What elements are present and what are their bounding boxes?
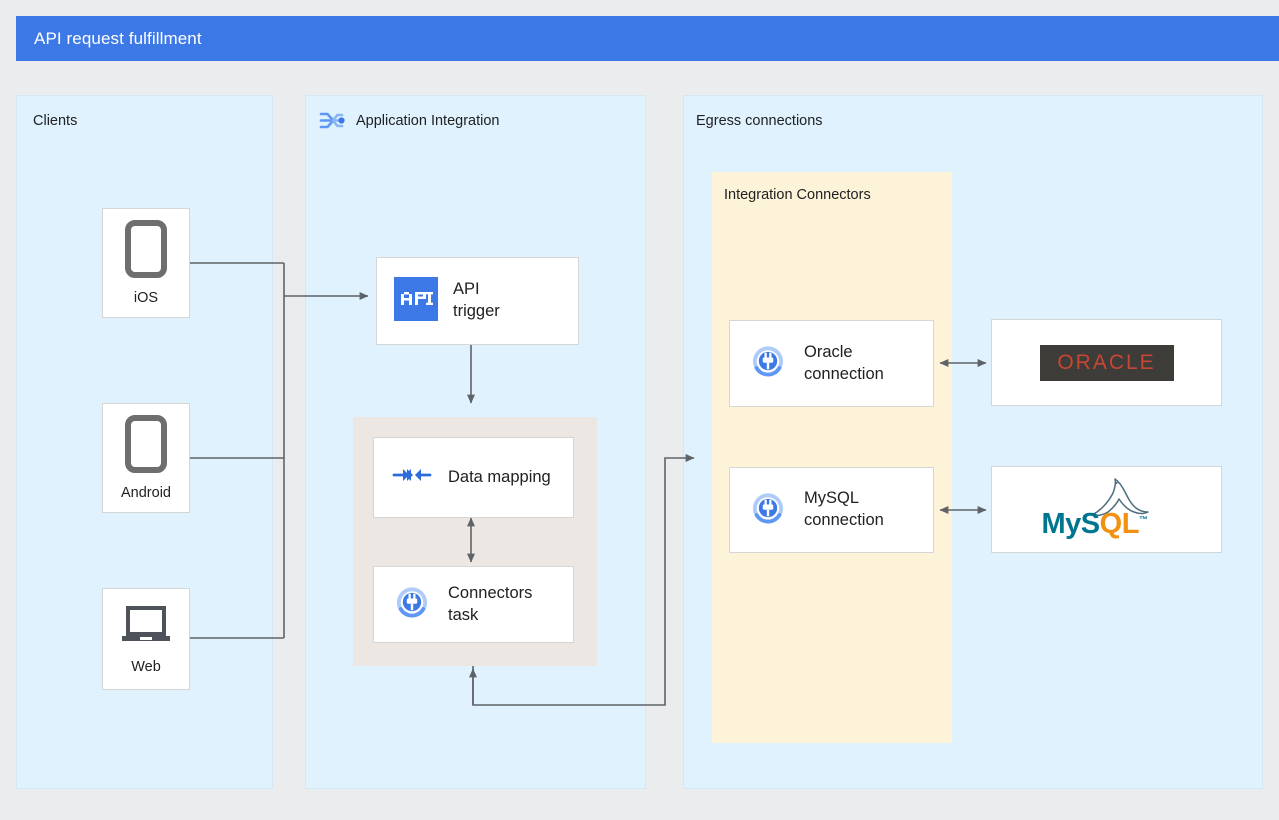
data-mapping-icon [391, 458, 433, 497]
node-connectors-task[interactable]: Connectors task [373, 566, 574, 643]
application-integration-icon [317, 106, 347, 136]
system-oracle[interactable]: ORACLE [991, 319, 1222, 406]
page-title: API request fulfillment [34, 28, 202, 48]
mysql-dolphin-icon [1090, 477, 1149, 516]
mysql-logo-text: MySQL™ [1041, 507, 1148, 540]
node-oracle-connection-label: Oracle connection [804, 342, 884, 383]
zone-clients-label: Clients [33, 113, 78, 129]
diagram-title-bar: API request fulfillment [16, 16, 1279, 61]
connectors-plug-icon [747, 487, 789, 534]
node-oracle-connection[interactable]: Oracle connection [729, 320, 934, 407]
laptop-icon [119, 603, 173, 652]
node-data-mapping-label: Data mapping [448, 467, 551, 486]
connectors-plug-icon [391, 581, 433, 628]
client-label-ios: iOS [133, 290, 159, 306]
node-connectors-task-label: Connectors task [448, 583, 533, 624]
node-api-trigger-label: API trigger [453, 280, 500, 320]
node-mysql-connection[interactable]: MySQL connection [729, 467, 934, 553]
zone-application-integration-label: Application Integration [356, 113, 500, 129]
node-api-trigger[interactable]: API trigger [376, 257, 579, 345]
node-mysql-connection-label: MySQL connection [804, 489, 884, 529]
mobile-phone-icon [125, 220, 167, 283]
connectors-plug-icon [747, 340, 789, 387]
api-trigger-icon [394, 276, 438, 326]
panel-integration-connectors [712, 172, 952, 743]
client-label-android: Android [121, 485, 171, 501]
oracle-logo-text: ORACLE [1057, 350, 1156, 374]
system-mysql[interactable]: MySQL™ [991, 466, 1222, 553]
mobile-phone-icon [125, 415, 167, 478]
client-card-android[interactable]: Android [102, 403, 190, 513]
node-data-mapping[interactable]: Data mapping [373, 437, 574, 518]
mysql-logo: MySQL™ [1041, 477, 1172, 541]
client-label-web: Web [131, 659, 161, 675]
client-card-ios[interactable]: iOS [102, 208, 190, 318]
oracle-logo: ORACLE [1039, 344, 1174, 381]
zone-egress-label: Egress connections [696, 113, 823, 129]
panel-integration-connectors-label: Integration Connectors [724, 187, 871, 203]
client-card-web[interactable]: Web [102, 588, 190, 690]
